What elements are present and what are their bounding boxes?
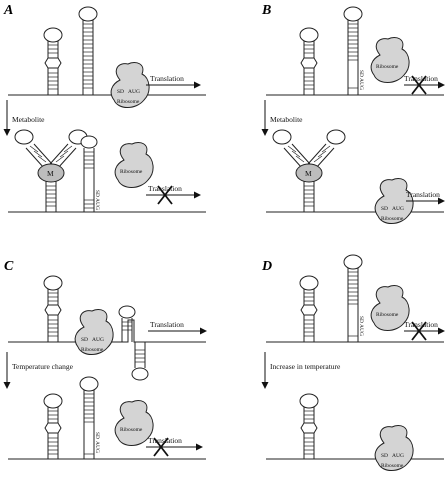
ribosome [114,141,154,188]
hairpin [118,305,149,381]
hairpin [79,376,99,459]
hairpin [343,6,363,95]
temperature-step-label: Temperature change [12,362,74,371]
ribosome-label: Ribosome [376,312,399,318]
metabolite-label: M [47,169,54,178]
translation-label: Translation [148,184,182,193]
ribosome [114,399,154,446]
panel-letter-d: D [261,259,272,274]
ribosome-label: Ribosome [120,427,143,433]
sd-label: SD [381,453,388,459]
ribosome [370,284,410,331]
ribosome [370,36,410,83]
ribosome-label: Ribosome [81,347,104,353]
blocked-cross [411,321,427,341]
sd-label: SD [117,89,124,95]
ribosome-label: Ribosome [381,463,404,469]
sd-label: SD [358,316,364,323]
aug-label: AUG [392,206,404,212]
aug-label: AUG [92,337,104,343]
sd-label: SD [94,190,100,197]
ribosome [74,308,114,355]
hairpin [299,27,319,95]
aug-label: AUG [94,441,100,453]
metabolite-bound-aptamer [14,129,88,212]
aug-label: AUG [128,89,140,95]
metabolite-step-label: Metabolite [12,115,45,124]
panel-letter-c: C [4,259,14,274]
sd-label: SD [94,432,100,439]
translation-label: Translation [404,74,438,83]
aug-label: AUG [358,324,364,336]
blocked-cross [411,75,427,95]
ribosome-label: Ribosome [376,64,399,70]
translation-label: Translation [150,74,184,83]
hairpin [80,135,98,212]
ribosome-label: Ribosome [117,99,140,105]
metabolite-label: M [305,169,312,178]
hairpin [299,393,319,459]
blocked-cross [157,185,173,205]
metabolite-bound-aptamer [272,129,346,212]
ribosome-label: Ribosome [381,216,404,222]
temperature-step-label: Increase in temperature [270,362,341,371]
ribosome-label: Ribosome [120,169,143,175]
aug-label: AUG [392,453,404,459]
translation-label: Translation [404,320,438,329]
translation-label: Translation [406,190,440,199]
translation-label: Translation [150,320,184,329]
panel-letter-a: A [3,3,13,18]
ribosome [374,424,414,471]
hairpin [43,393,63,459]
sd-label: SD [81,337,88,343]
hairpin [43,275,63,342]
sd-label: SD [358,70,364,77]
sd-label: SD [381,206,388,212]
aug-label: AUG [94,198,100,210]
blocked-cross [153,437,169,457]
hairpin [299,275,319,342]
metabolite-step-label: Metabolite [270,115,303,124]
panel-letter-b: B [261,3,271,18]
aug-label: AUG [358,78,364,90]
hairpin [78,6,98,95]
